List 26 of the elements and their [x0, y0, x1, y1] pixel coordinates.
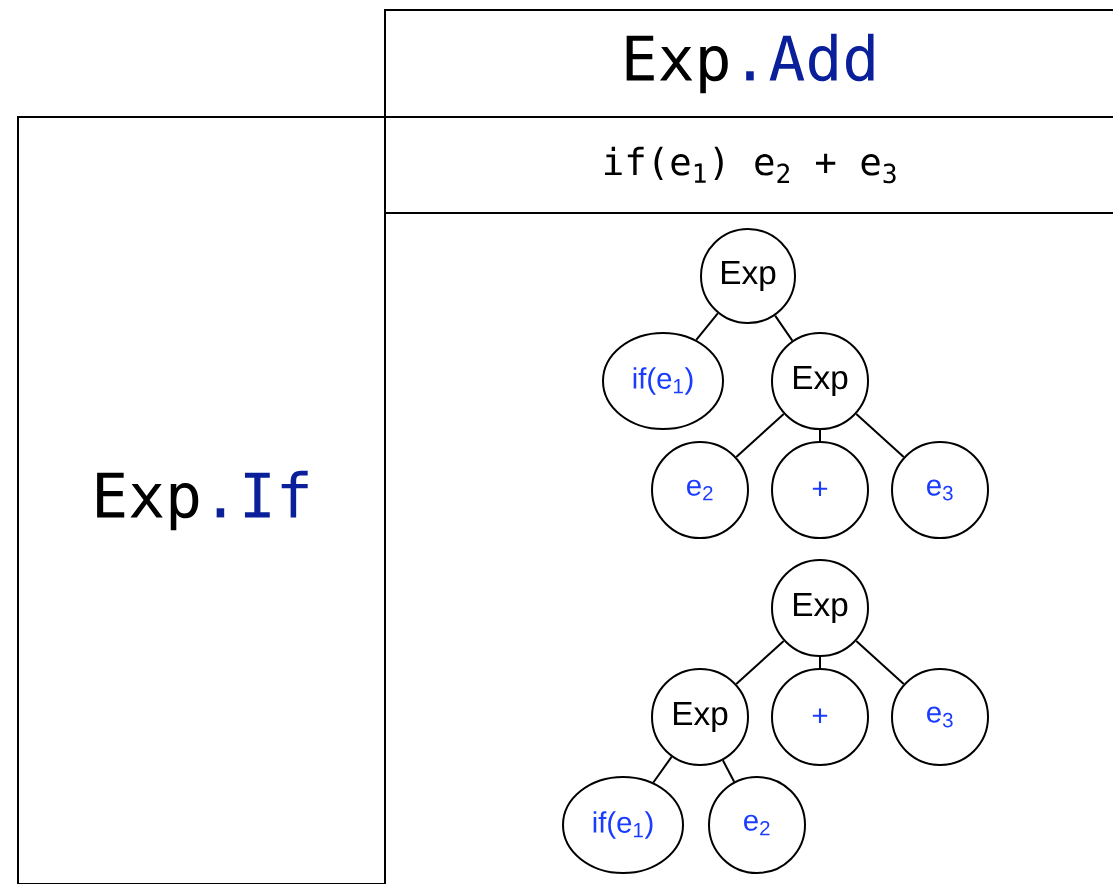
tree-branch: [721, 759, 736, 783]
tree-branch: [695, 312, 719, 341]
tree-node: Exp: [651, 668, 749, 766]
tree-branch: [855, 639, 905, 686]
node-label: if(e$_{1}$) e$_{2}$ + e$_{3}$: [605, 146, 896, 184]
tree-leaf: e$_{2}$: [708, 776, 806, 874]
tree-node: Exp: [700, 228, 796, 324]
tree-branch: [652, 755, 673, 784]
tree-node: Exp: [771, 559, 869, 657]
tree-leaf: e$_{3}$: [891, 441, 989, 539]
tree-branch: [774, 314, 794, 342]
tree-leaf: +: [771, 668, 869, 766]
column-header-cell: Exp .Add: [384, 9, 1113, 118]
tree-leaf: if(e$_{1}$): [602, 332, 724, 430]
code-cell: if(e$_{1}$) e$_{2}$ + e$_{3}$: [384, 116, 1113, 214]
tree-branch: [735, 639, 785, 686]
tree-leaf: e$_{3}$: [891, 668, 989, 766]
tree-branch: [855, 412, 905, 459]
tree-node: Exp: [771, 332, 869, 430]
tree-leaf: if(e$_{1}$): [562, 776, 684, 874]
tree-branch: [819, 656, 821, 669]
tree-leaf: e$_{2}$: [651, 441, 749, 539]
row-header-cell: Exp .If: [17, 116, 387, 884]
tree-branch: [735, 412, 785, 459]
tree-branch: [819, 429, 821, 442]
tree-leaf: +: [771, 441, 869, 539]
